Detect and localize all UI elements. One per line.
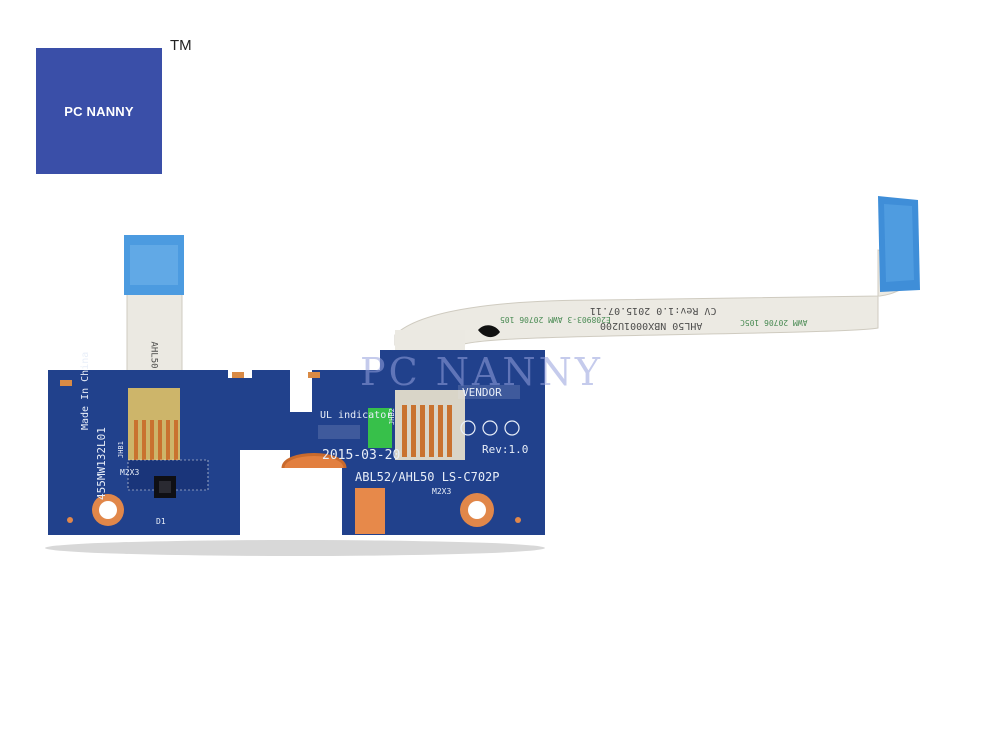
- smd-pad: [308, 372, 320, 378]
- mounting-hole-left: [92, 494, 124, 526]
- vendor-box: [458, 385, 520, 399]
- via-pad: [67, 517, 73, 523]
- ul-box: [318, 425, 360, 439]
- cable-ink-mark: [478, 325, 500, 338]
- jhb1-label: JHB1: [117, 441, 125, 458]
- smd-pad: [60, 380, 72, 386]
- vendor-label: VENDOR: [462, 386, 502, 399]
- board-shadow: [45, 540, 545, 556]
- via-pad: [515, 517, 521, 523]
- silk-symbol-icon: [460, 420, 476, 436]
- long-ffc-cable: [394, 249, 901, 349]
- rev-label: Rev:1.0: [482, 443, 529, 456]
- m2x3-right-label: M2X3: [432, 487, 452, 496]
- left-cable-label: AHL50: [148, 341, 159, 369]
- green-sticker: [368, 408, 392, 448]
- date-label: 2015-03-20: [322, 448, 401, 463]
- switch-component-center: [159, 481, 171, 493]
- pcb-cutout-pad: [281, 453, 347, 469]
- cable-print-a: E208903-3 AWM 20706 105: [500, 315, 611, 324]
- copper-pad-large: [355, 488, 385, 534]
- pc-nanny-logo: PC NANNY: [36, 48, 162, 174]
- silk-symbol-icon: [504, 420, 520, 436]
- pc-nanny-watermark: PC NANNY: [360, 350, 604, 394]
- left-connector-pins: [134, 420, 178, 462]
- part-number-label: 455MW132L01: [95, 427, 108, 500]
- right-connector-pins: [402, 405, 452, 457]
- right-tab-highlight: [884, 204, 914, 282]
- model-label: ABL52/AHL50 LS-C702P: [355, 470, 500, 484]
- logo-text: PC NANNY: [64, 103, 134, 119]
- m2x3-left-label: M2X3: [120, 468, 140, 477]
- trademark-symbol: TM: [170, 37, 192, 54]
- jhb2-label: JHB2: [388, 408, 396, 425]
- cable-print-b: AWM 20706 105C: [740, 318, 808, 327]
- mounting-hole-right: [460, 493, 494, 527]
- silk-symbol-icon: [482, 420, 498, 436]
- ul-indicator-label: UL indicator: [320, 410, 393, 421]
- smd-pad: [232, 372, 244, 378]
- d1-label: D1: [156, 517, 166, 526]
- cable-print-line1: AHL50 NBX0001U200: [600, 320, 703, 331]
- made-in-label: Made In China: [80, 351, 91, 430]
- left-tab-highlight: [130, 245, 178, 285]
